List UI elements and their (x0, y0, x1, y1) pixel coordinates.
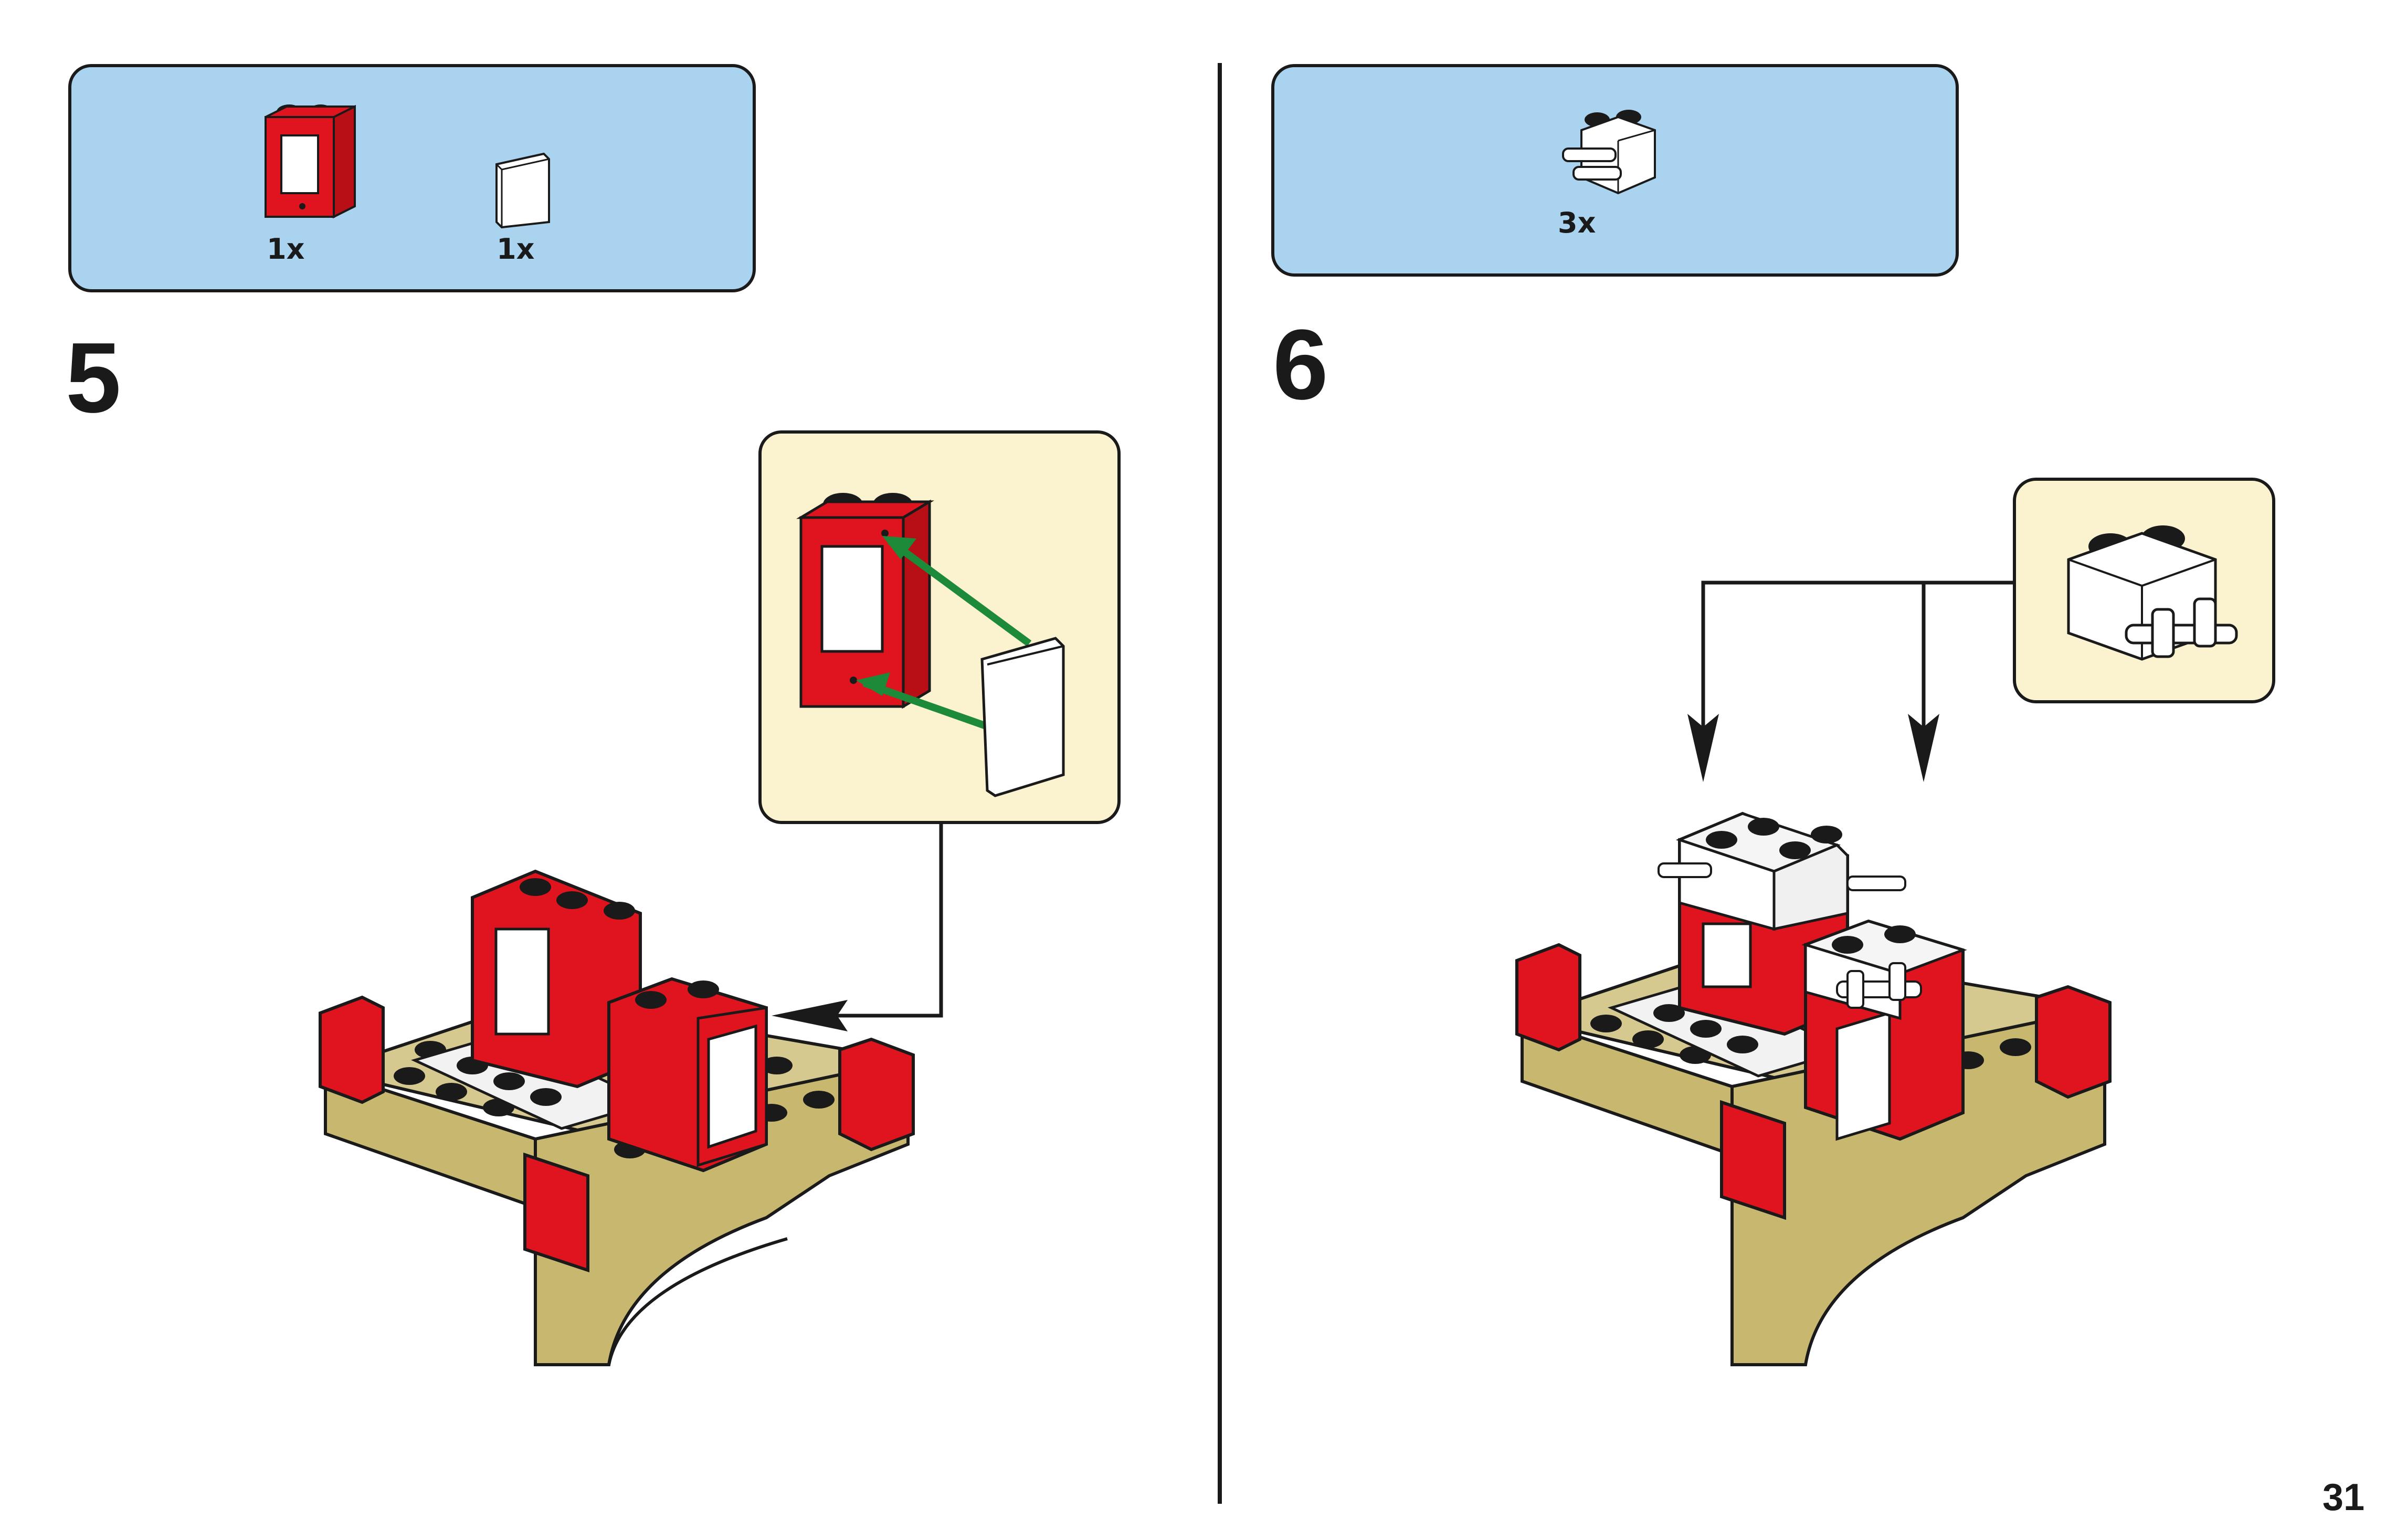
quantity-red-window-frame: 1x (267, 233, 305, 266)
white-glass-pane-icon (495, 152, 550, 229)
quantity-white-glass-pane: 1x (497, 233, 535, 266)
step-number-6: 6 (1273, 309, 1328, 420)
quantity-white-brick-with-clips: 3x (1558, 206, 1596, 239)
model-step-5 (319, 869, 915, 1366)
parts-list-step-5: 1x 1x (68, 64, 756, 292)
step-number-5: 5 (66, 322, 121, 434)
white-brick-with-clips-icon (2067, 525, 2238, 661)
callout-step-5 (758, 430, 1121, 824)
white-brick-with-clips-icon (1562, 110, 1656, 195)
page-number: 31 (2322, 1476, 2365, 1518)
page-divider (1218, 63, 1222, 1504)
frame-and-pane-assembly-icon (796, 493, 1065, 797)
callout-step-6 (2013, 478, 2275, 703)
parts-list-step-6: 3x (1271, 64, 1959, 277)
model-step-6 (1515, 811, 2112, 1366)
red-window-frame-icon (265, 104, 356, 219)
